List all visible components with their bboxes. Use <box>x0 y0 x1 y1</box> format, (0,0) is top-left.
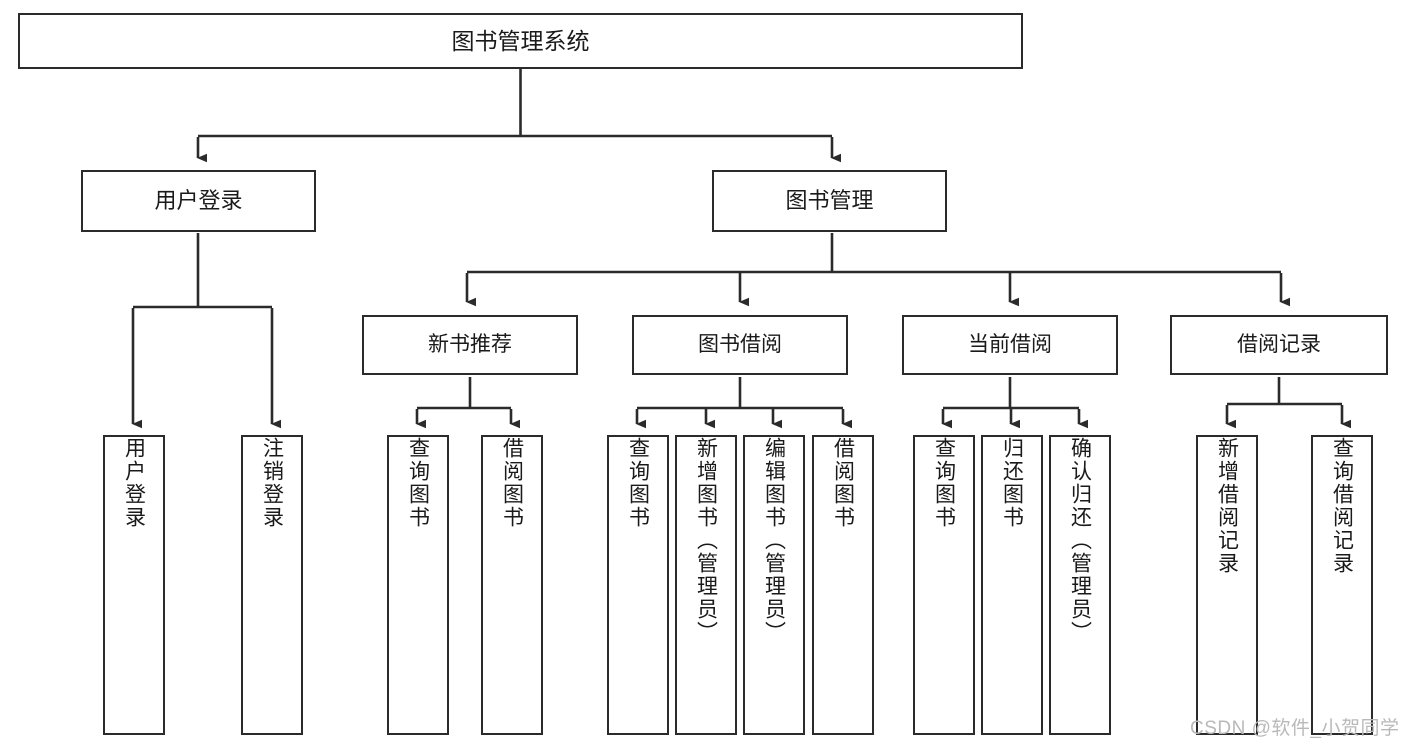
node-leaf-return-book[interactable]: 归还图书 <box>981 435 1043 735</box>
node-label: 借阅记录 <box>1237 332 1321 356</box>
node-label: 新增借阅记录 <box>1215 437 1239 575</box>
node-label: 借阅图书 <box>831 437 855 529</box>
node-leaf-confirm-return[interactable]: 确认归还（管理员） <box>1049 435 1111 735</box>
node-label: 借阅图书 <box>500 437 524 529</box>
node-label: 图书管理系统 <box>451 27 590 54</box>
node-label: 确认归还（管理员） <box>1068 437 1092 644</box>
node-label: 注销登录 <box>260 437 284 529</box>
node-leaf-logout-login[interactable]: 注销登录 <box>241 435 303 735</box>
node-leaf-borrow-book[interactable]: 借阅图书 <box>812 435 874 735</box>
node-label: 用户登录 <box>154 188 243 214</box>
node-leaf-query-book-current[interactable]: 查询图书 <box>913 435 975 735</box>
node-label: 查询图书 <box>406 437 430 529</box>
node-leaf-query-borrow-record[interactable]: 查询借阅记录 <box>1311 435 1373 735</box>
node-leaf-add-book[interactable]: 新增图书（管理员） <box>675 435 737 735</box>
csdn-watermark: CSDN @软件_小贺同学 <box>1190 718 1400 739</box>
node-leaf-query-book-recommend[interactable]: 查询图书 <box>387 435 449 735</box>
node-new-book-recommend[interactable]: 新书推荐 <box>362 315 578 375</box>
node-user-login[interactable]: 用户登录 <box>81 170 316 232</box>
node-label: 编辑图书（管理员） <box>762 437 786 644</box>
node-label: 查询借阅记录 <box>1330 437 1354 575</box>
node-borrow-record[interactable]: 借阅记录 <box>1170 315 1388 375</box>
node-leaf-query-book-borrow[interactable]: 查询图书 <box>607 435 669 735</box>
node-label: 新增图书（管理员） <box>694 437 718 644</box>
node-leaf-add-borrow-record[interactable]: 新增借阅记录 <box>1196 435 1258 735</box>
node-label: 查询图书 <box>932 437 956 529</box>
node-book-borrow[interactable]: 图书借阅 <box>632 315 848 375</box>
node-label: 查询图书 <box>626 437 650 529</box>
node-leaf-edit-book[interactable]: 编辑图书（管理员） <box>743 435 805 735</box>
node-label: 用户登录 <box>122 437 146 529</box>
node-root-book-management-system[interactable]: 图书管理系统 <box>18 13 1023 69</box>
node-book-management[interactable]: 图书管理 <box>712 170 947 232</box>
node-label: 归还图书 <box>1000 437 1024 529</box>
node-leaf-borrow-book-recommend[interactable]: 借阅图书 <box>481 435 543 735</box>
node-leaf-user-login[interactable]: 用户登录 <box>103 435 165 735</box>
node-label: 当前借阅 <box>968 332 1052 356</box>
node-current-borrow[interactable]: 当前借阅 <box>902 315 1118 375</box>
node-label: 图书管理 <box>785 188 874 214</box>
node-label: 新书推荐 <box>428 332 512 356</box>
node-label: 图书借阅 <box>698 332 782 356</box>
